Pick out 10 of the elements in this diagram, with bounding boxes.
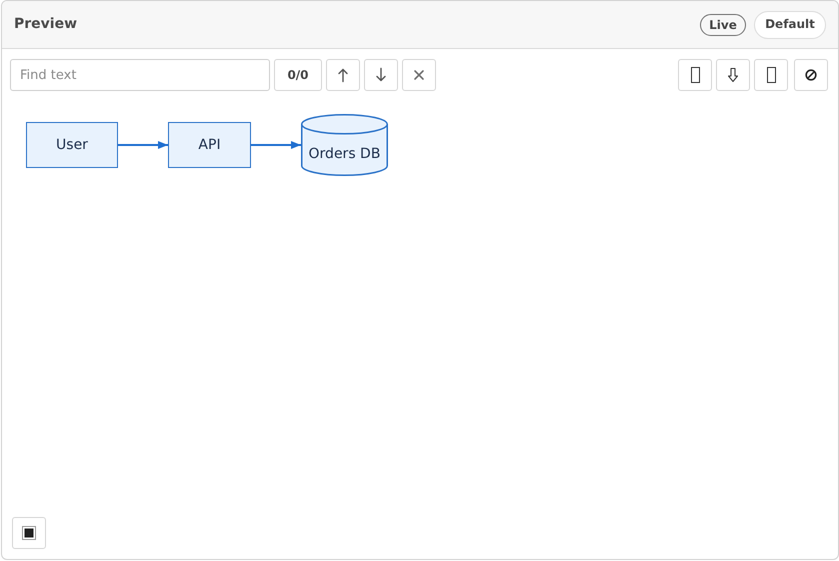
preset-button: Default (754, 11, 826, 39)
status-badge: Live (700, 14, 746, 36)
panel-title: Preview (14, 16, 78, 33)
search-field: Find text (10, 59, 270, 91)
match-count: 0/0 (274, 59, 322, 91)
process-box: API (168, 122, 251, 168)
process-box: User (26, 122, 118, 168)
database-cylinder: Orders DB (301, 114, 388, 176)
arrow (251, 141, 301, 149)
arrow (118, 141, 168, 149)
